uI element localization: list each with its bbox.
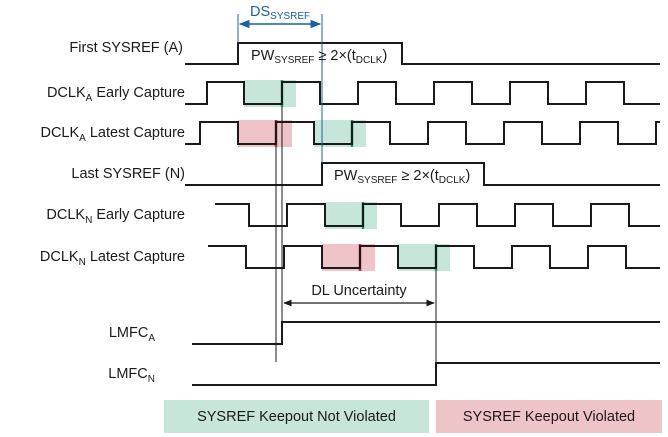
keepout-ok-dclka-early — [244, 80, 296, 107]
ds-label: DSSYSREF — [250, 4, 310, 22]
legend-violated-label: SYSREF Keepout Violated — [462, 408, 636, 425]
waveform-lmfcn — [192, 362, 660, 386]
legend-not-violated-label: SYSREF Keepout Not Violated — [197, 408, 396, 425]
label-dclkn-latest: DCLKN Latest Capture — [40, 249, 185, 268]
waveforms — [185, 42, 660, 386]
pw-label-sysref-a: PWSYSREF ≥ 2×(tDCLK) — [251, 48, 387, 66]
keepout-ok-dclkn-early — [325, 202, 377, 229]
waveform-dclka-latest — [185, 121, 660, 145]
waveform-lmfca — [192, 321, 660, 345]
keepout-bad-dclka-latest — [238, 120, 292, 147]
label-lmfca: LMFCA — [109, 325, 155, 344]
waveform-dclkn-latest — [208, 245, 660, 269]
label-dclka-latest: DCLKA Latest Capture — [40, 125, 185, 144]
signal-labels: First SYSREF (A) DCLKA Early Capture DCL… — [40, 40, 185, 385]
waveform-dclka-early — [185, 81, 660, 105]
label-sysref-n: Last SYSREF (N) — [71, 166, 185, 182]
label-sysref-a: First SYSREF (A) — [69, 40, 183, 56]
keepout-ok-dclka-latest — [314, 120, 366, 147]
keepout-bad-dclkn-latest — [322, 244, 375, 271]
keepout-regions — [238, 80, 450, 271]
reference-lines — [237, 14, 437, 363]
legend-not-violated: SYSREF Keepout Not Violated — [164, 400, 429, 433]
label-dclka-early: DCLKA Early Capture — [47, 85, 185, 104]
label-lmfcn: LMFCN — [108, 366, 155, 385]
label-dclkn-early: DCLKN Early Capture — [46, 207, 185, 226]
dl-uncertainty-label: DL Uncertainty — [311, 283, 407, 299]
pw-label-sysref-n: PWSYSREF ≥ 2×(tDCLK) — [334, 168, 470, 186]
waveform-sysref-a — [185, 42, 660, 65]
keepout-ok-dclkn-latest — [398, 244, 450, 271]
waveform-dclkn-early — [215, 203, 660, 227]
legend-violated: SYSREF Keepout Violated — [436, 400, 662, 433]
waveform-sysref-n — [185, 162, 660, 186]
